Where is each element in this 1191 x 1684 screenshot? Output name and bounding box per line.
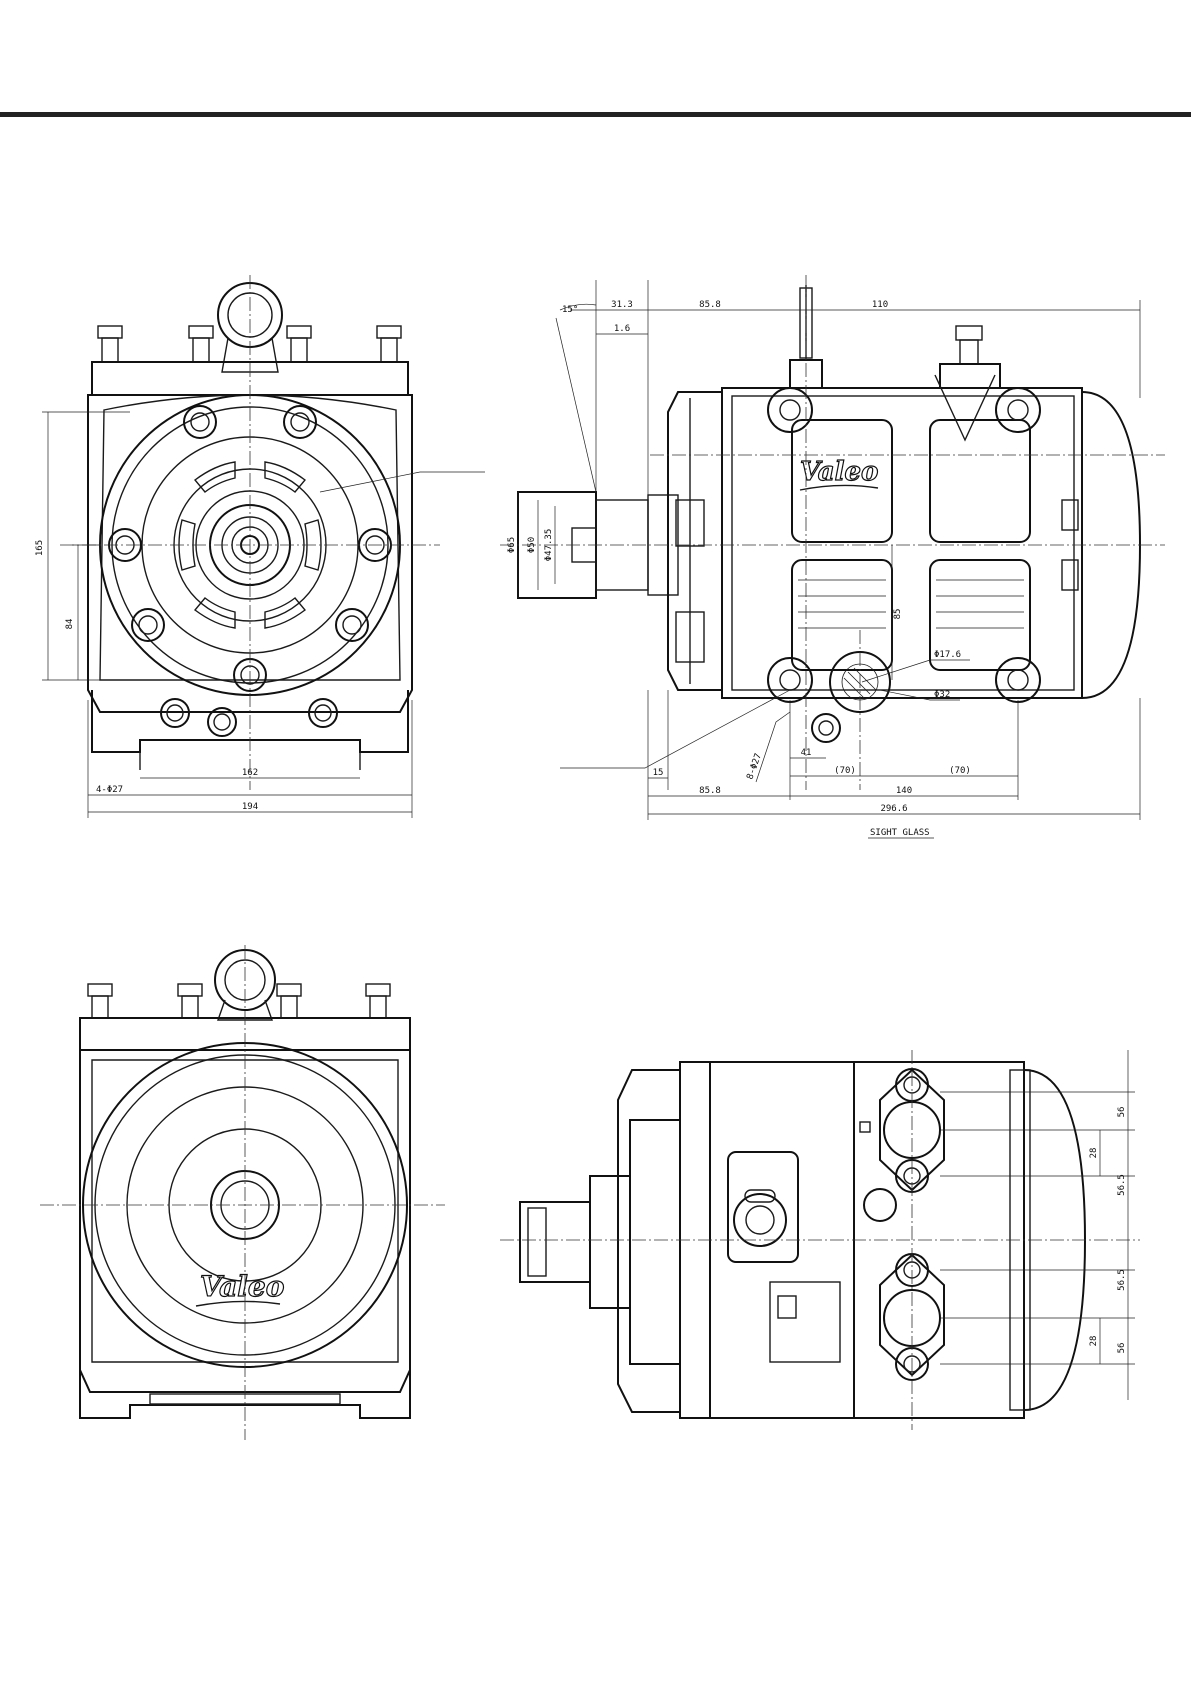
dim-mount-span: 162 [242, 768, 258, 778]
dim-70-a: (70) [834, 766, 856, 776]
dim-56-5-upper: 56.5 [1117, 1174, 1127, 1196]
dim-phi47-35: Φ47.35 [544, 529, 554, 562]
dim-phi50: Φ50 [527, 537, 537, 553]
dim-41: 41 [801, 748, 812, 758]
front-view: 165 84 162 4-Φ27 194 [35, 275, 485, 818]
dim-140: 140 [896, 786, 912, 796]
sight-glass-label: SIGHT GLASS [870, 828, 930, 838]
dim-56-upper: 56 [1117, 1107, 1127, 1118]
dim-28-upper: 28 [1089, 1148, 1099, 1159]
dim-28-lower: 28 [1089, 1336, 1099, 1347]
dim-angle: 15° [562, 305, 578, 315]
rear-view: Valeo [40, 945, 445, 1440]
dim-phi17-6: Φ17.6 [934, 650, 961, 660]
dim-56-5-lower: 56.5 [1117, 1269, 1127, 1291]
dim-85: 85 [893, 609, 903, 620]
brand-logo: Valeo [800, 457, 878, 487]
dim-width-total: 194 [242, 802, 258, 812]
dim-85-8-bottom: 85.8 [699, 786, 721, 796]
bottom-view: 56 28 56.5 56.5 56 28 [500, 1050, 1140, 1430]
dim-height-total: 165 [35, 540, 45, 556]
dim-phi65: Φ65 [507, 537, 517, 553]
dim-56-lower: 56 [1117, 1343, 1127, 1354]
dim-296-6: 296.6 [880, 804, 907, 814]
dim-85-8-top: 85.8 [699, 300, 721, 310]
dim-31-3: 31.3 [611, 300, 633, 310]
dim-holes-front: 4-Φ27 [96, 785, 123, 795]
dim-height-center: 84 [65, 619, 75, 630]
dim-70-b: (70) [949, 766, 971, 776]
dim-15: 15 [653, 768, 664, 778]
side-view: Valeo 15° 31 [500, 275, 1165, 838]
dim-1-6: 1.6 [614, 324, 630, 334]
dim-110: 110 [872, 300, 888, 310]
dim-phi32: Φ32 [934, 690, 950, 700]
brand-logo-rear: Valeo [200, 1270, 284, 1303]
